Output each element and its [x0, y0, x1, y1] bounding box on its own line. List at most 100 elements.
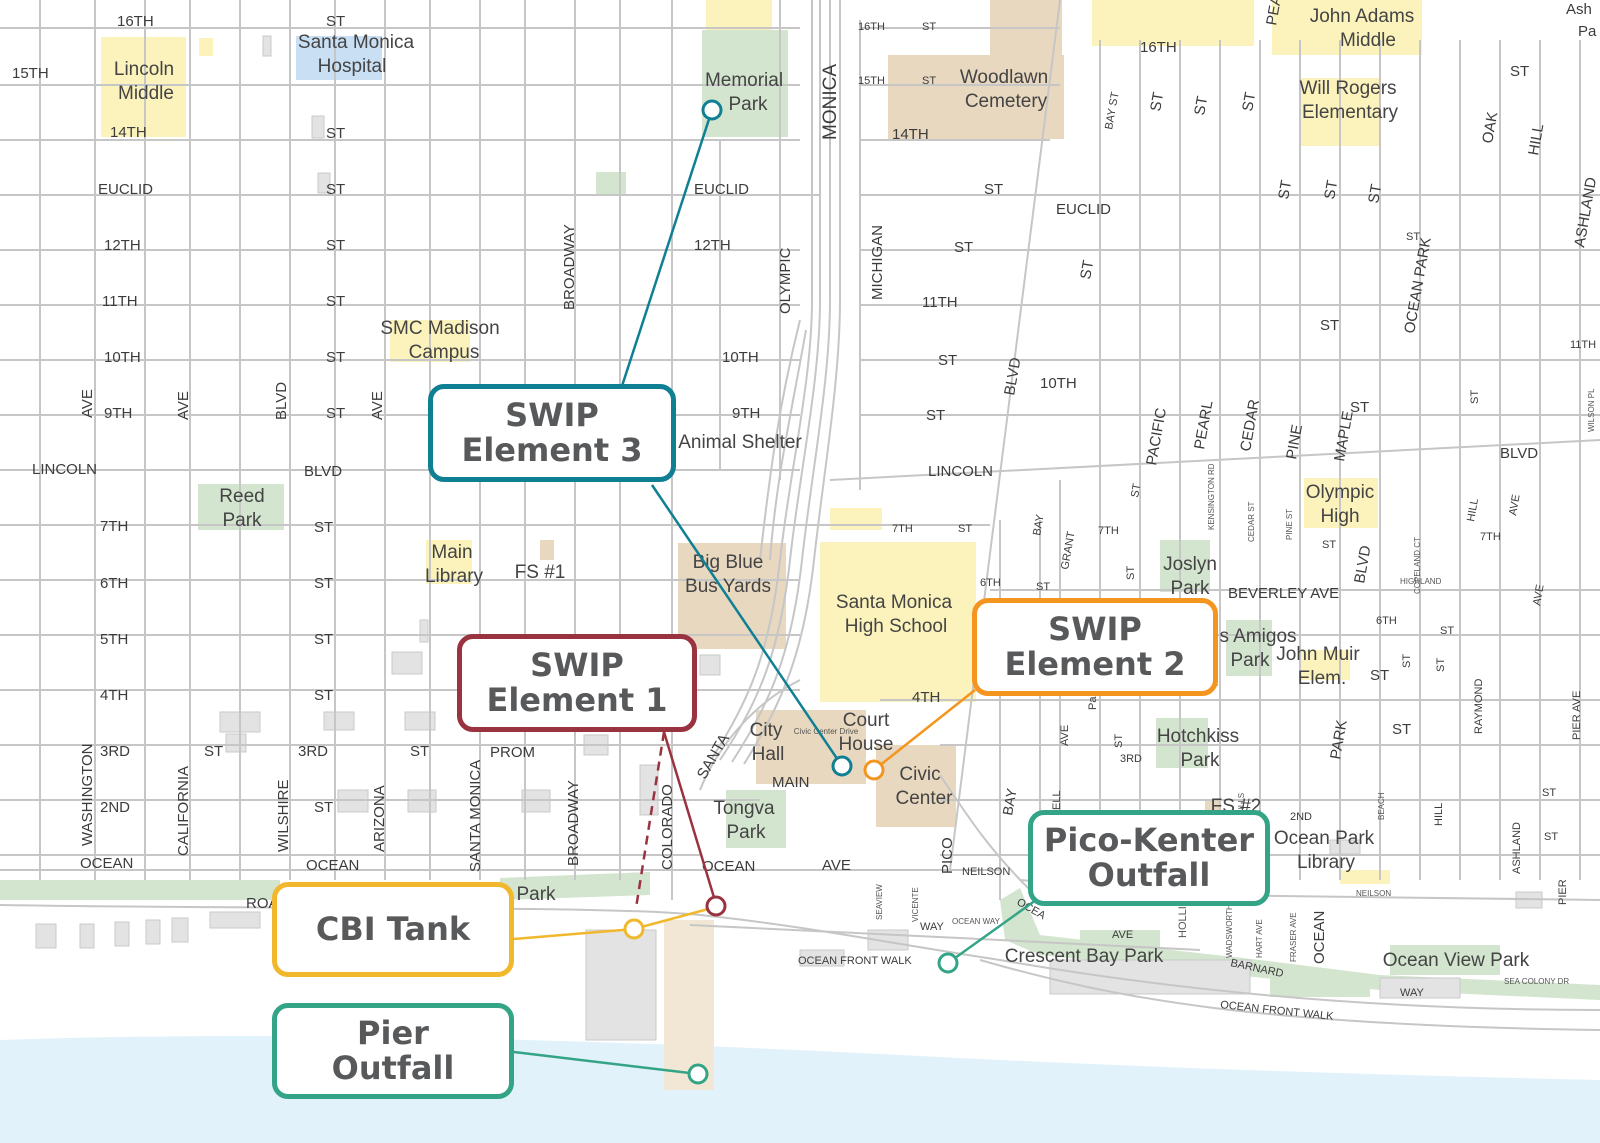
place-main-library-1: Main [431, 542, 472, 563]
hospital-area [296, 36, 382, 80]
marker-pico-kenter[interactable] [937, 952, 959, 974]
label-st-euclid-east: ST [984, 181, 1003, 198]
label-ocean-way: OCEAN WAY [952, 917, 1001, 926]
label-10th: 10TH [104, 349, 141, 366]
label-16th-east: 16TH [858, 21, 885, 33]
label-3rd-east: 3RD [1120, 753, 1142, 765]
place-court-house-2: House [839, 734, 894, 755]
label-ocean-east: OCEAN [1311, 911, 1328, 964]
label-6th: 6TH [100, 575, 128, 592]
callout-pico-kenter-outfall[interactable]: Pico-Kenter Outfall [1028, 810, 1270, 906]
marker-memorial-park[interactable] [701, 99, 723, 121]
label-st-v11: ST [1401, 654, 1413, 668]
label-fraser-ave: FRASER AVE [1289, 912, 1298, 962]
label-9th: 9TH [104, 405, 132, 422]
label-st-11th: ST [326, 293, 345, 310]
label-3rd-b: 3RD [298, 743, 328, 760]
label-st-4th: ST [314, 687, 333, 704]
pacific-ocean [0, 1035, 1600, 1143]
label-ell: ELL [1051, 790, 1063, 810]
label-ocean-b: OCEAN [306, 857, 359, 874]
marker-court-house[interactable] [831, 755, 853, 777]
label-11th: 11TH [102, 293, 138, 310]
label-st-6th: ST [314, 575, 333, 592]
label-ave-ocean: AVE [822, 857, 851, 874]
label-ave-beach: AVE [1112, 929, 1133, 941]
place-hospital-1: Santa Monica [298, 32, 415, 53]
place-john-adams-1: John Adams [1310, 6, 1415, 27]
label-st-7th: ST [314, 519, 333, 536]
label-st-v12: ST [1435, 658, 1447, 672]
label-arizona: ARIZONA [371, 785, 388, 852]
label-st-14th: ST [326, 125, 345, 142]
label-st-v10: ST [1129, 482, 1143, 498]
callout-swip-element-3[interactable]: SWIP Element 3 [428, 384, 676, 482]
label-ashland-b: ASHLAND [1511, 822, 1523, 874]
marker-cbi-tank[interactable] [623, 918, 645, 940]
label-7th-mid: 7TH [892, 523, 913, 535]
label-st-v5: ST [1321, 179, 1341, 201]
label-10th-east: 10TH [1040, 375, 1077, 392]
label-ave-b: AVE [175, 391, 192, 420]
label-neilson: NEILSON [962, 866, 1010, 878]
label-wilshire: WILSHIRE [275, 779, 292, 852]
label-lincoln-west: LINCOLN [32, 461, 97, 478]
label-ave-e1: AVE [1507, 494, 1522, 517]
label-16th-ne: 16TH [1140, 39, 1177, 56]
place-tongva-2: Park [726, 822, 766, 843]
place-joslyn-2: Park [1170, 578, 1210, 599]
label-pier-st: PIER [1557, 879, 1569, 905]
label-santa-monica-blvd: SANTA MONICA [467, 760, 484, 872]
label-st-v4: ST [1275, 179, 1295, 201]
label-highland: HIGHLAND [1400, 577, 1442, 586]
marker-pier-outfall[interactable] [687, 1063, 709, 1085]
label-st-12th: ST [326, 237, 345, 254]
callout-pier-line1: Pier [357, 1014, 429, 1052]
label-st-v2: ST [1191, 95, 1211, 117]
place-court-house-1: Court [843, 710, 890, 731]
marker-swip1-end[interactable] [705, 895, 727, 917]
location-markers[interactable] [623, 99, 959, 1085]
place-olympic-high-2: High [1320, 506, 1359, 527]
label-kensington-rd: KENSINGTON RD [1207, 463, 1216, 530]
marker-civic-center[interactable] [863, 759, 885, 781]
label-st-3rd-b: ST [410, 743, 429, 760]
callout-pier-line2: Outfall [331, 1049, 455, 1087]
leader-lines [513, 109, 1037, 1076]
freeway [711, 0, 841, 765]
place-will-rogers-2: Elementary [1302, 102, 1399, 123]
callout-swip2-line1: SWIP [1048, 610, 1142, 648]
callout-swip-element-2[interactable]: SWIP Element 2 [972, 598, 1218, 696]
place-memorial-park-2: Park [728, 94, 768, 115]
label-2nd: 2ND [100, 799, 130, 816]
label-2nd-east: 2ND [1290, 811, 1312, 823]
place-los-amigos-2: Park [1230, 650, 1270, 671]
label-5th: 5TH [100, 631, 128, 648]
label-st-15th-east: ST [922, 75, 936, 87]
callout-swip3-line2: Element 3 [461, 431, 643, 469]
label-st-12th-east: ST [954, 239, 973, 256]
label-12th: 12TH [104, 237, 141, 254]
callout-swip-element-1[interactable]: SWIP Element 1 [457, 634, 697, 732]
place-joslyn-1: Joslyn [1163, 554, 1217, 575]
callout-cbi-tank[interactable]: CBI Tank [272, 882, 514, 977]
label-way: WAY [1400, 987, 1424, 999]
callout-pico-line2: Outfall [1087, 856, 1211, 894]
label-monica: MONICA [820, 64, 841, 140]
callout-pier-outfall[interactable]: Pier Outfall [272, 1003, 514, 1099]
label-copeland-ct: COPELAND CT [1413, 537, 1422, 594]
label-st-east-4: ST [1322, 539, 1336, 551]
label-prom: PROM [490, 744, 535, 761]
label-st-v7: ST [1077, 259, 1097, 281]
